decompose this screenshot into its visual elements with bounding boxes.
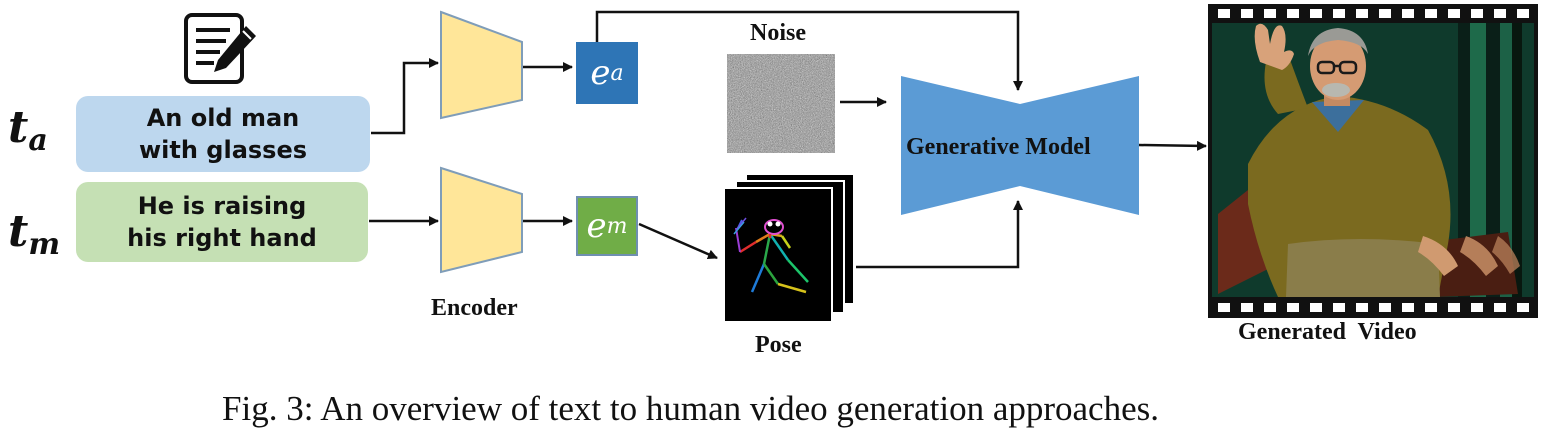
motion-text-line2: his right hand <box>127 224 317 252</box>
film-hole <box>1264 303 1276 312</box>
pose-skeleton-stack <box>723 173 855 323</box>
motion-text-box: He is raising his right hand <box>76 182 368 262</box>
encoder-top <box>440 10 523 120</box>
var-t: t <box>8 102 29 153</box>
film-hole <box>1494 9 1506 18</box>
film-hole <box>1517 303 1529 312</box>
pose-label: Pose <box>755 332 802 358</box>
encoder-label: Encoder <box>431 295 518 321</box>
film-hole <box>1218 9 1230 18</box>
appearance-text-line2: with glasses <box>138 136 308 164</box>
film-holes-top <box>1218 9 1529 18</box>
var-t: t <box>8 206 29 257</box>
film-hole <box>1310 303 1322 312</box>
motion-text-line1: He is raising <box>137 192 307 220</box>
film-hole <box>1218 303 1230 312</box>
film-hole <box>1471 9 1483 18</box>
film-hole <box>1425 303 1437 312</box>
film-hole <box>1310 9 1322 18</box>
film-hole <box>1494 303 1506 312</box>
generative-model-shape <box>901 76 1139 215</box>
film-hole <box>1517 9 1529 18</box>
encoder-bottom <box>440 166 523 274</box>
arrow-ea-to-model <box>595 10 1023 91</box>
appearance-text-line1: An old man <box>146 104 300 132</box>
film-hole <box>1379 303 1391 312</box>
film-hole <box>1287 9 1299 18</box>
film-hole <box>1379 9 1391 18</box>
film-hole <box>1264 9 1276 18</box>
noise-image <box>727 54 835 153</box>
film-hole <box>1287 303 1299 312</box>
arrow-pose-to-model <box>856 200 1023 269</box>
film-hole <box>1402 9 1414 18</box>
film-holes-bottom <box>1218 303 1529 312</box>
film-hole <box>1448 303 1460 312</box>
emb-sub-a: a <box>610 60 624 86</box>
arrow-em-to-pose <box>638 222 718 260</box>
film-hole <box>1333 303 1345 312</box>
emb-var-e: e <box>590 53 611 93</box>
edit-document-icon <box>184 13 256 84</box>
motion-text-variable: tm <box>8 206 60 262</box>
film-hole <box>1425 9 1437 18</box>
arrow-text-a-to-encoder <box>371 58 439 135</box>
generated-video-label: Generated Video <box>1238 319 1417 345</box>
film-hole <box>1356 303 1368 312</box>
emb-sub-m: m <box>606 213 628 239</box>
film-hole <box>1241 9 1253 18</box>
film-hole <box>1356 9 1368 18</box>
var-sub-m: m <box>28 227 61 262</box>
appearance-text-variable: ta <box>8 102 48 158</box>
film-hole <box>1402 303 1414 312</box>
generative-model-label: Generative Model <box>906 134 1091 160</box>
film-hole <box>1333 9 1345 18</box>
film-hole <box>1448 9 1460 18</box>
noise-label: Noise <box>750 20 806 46</box>
emb-var-e: e <box>586 206 607 246</box>
generated-video-frame <box>1208 4 1538 318</box>
var-sub-a: a <box>28 123 48 158</box>
film-hole <box>1241 303 1253 312</box>
film-hole <box>1471 303 1483 312</box>
figure-caption: Fig. 3: An overview of text to human vid… <box>222 389 1159 428</box>
appearance-text-box: An old man with glasses <box>76 96 370 172</box>
arrow-model-to-video <box>1138 140 1207 151</box>
